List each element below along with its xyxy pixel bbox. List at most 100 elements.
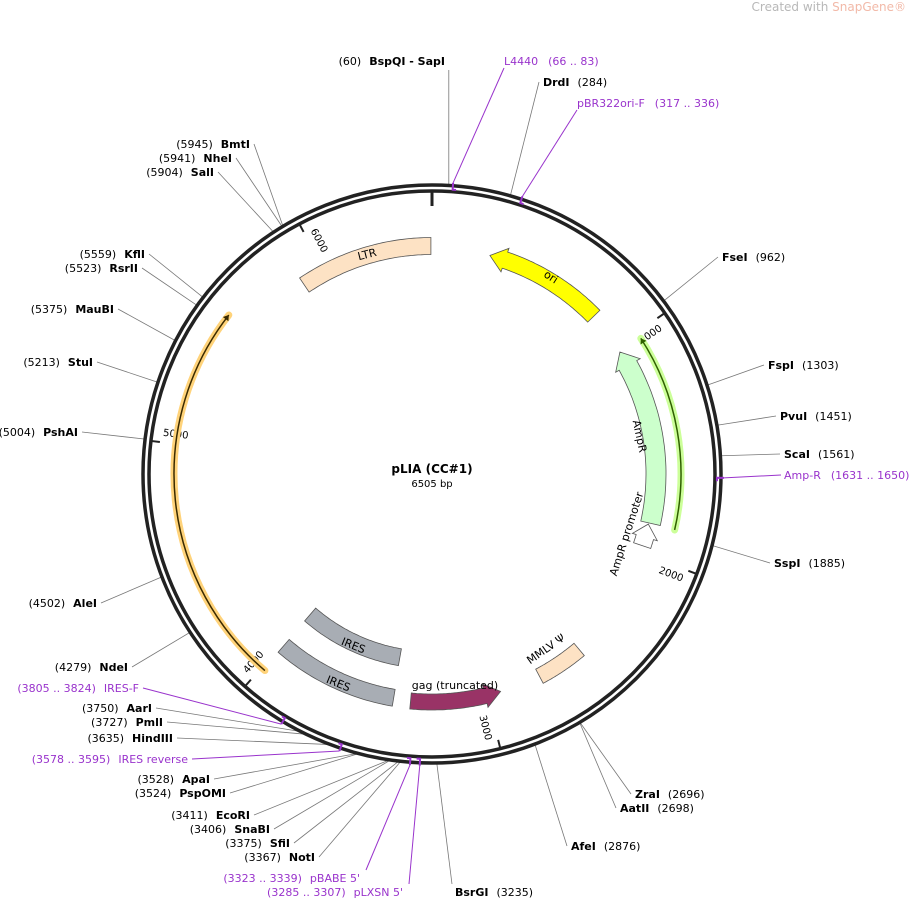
- site-name: PmlI: [136, 716, 163, 729]
- restriction-site-label[interactable]: (4502)AleI: [29, 597, 97, 610]
- site-name: SfiI: [270, 837, 290, 850]
- site-position: (3375): [225, 837, 262, 850]
- feature-gag-truncated-[interactable]: [409, 683, 502, 711]
- restriction-site-label[interactable]: PvuI(1451): [780, 410, 852, 423]
- restriction-site-label[interactable]: FspI (1303): [768, 359, 839, 372]
- feature-ltr[interactable]: [299, 237, 432, 293]
- primer-name: IRES-F: [104, 682, 139, 695]
- restriction-site-label[interactable]: (3528)ApaI: [138, 773, 210, 786]
- primer-label[interactable]: (3578 .. 3595)IRES reverse: [32, 753, 188, 766]
- watermark-brand: SnapGene®: [832, 0, 906, 14]
- site-leader-line: [664, 256, 719, 301]
- site-leader-line: [155, 707, 299, 732]
- site-position: (5904): [146, 166, 183, 179]
- site-leader-line: [235, 157, 283, 227]
- primer-label[interactable]: (3805 .. 3824)IRES-F: [17, 682, 139, 695]
- site-leader-line: [166, 721, 304, 735]
- restriction-site-label[interactable]: ZraI(2696): [635, 788, 705, 801]
- site-position: (2698): [657, 802, 694, 815]
- feature-ires[interactable]: [277, 638, 396, 707]
- restriction-site-label[interactable]: (3406)SnaBI: [190, 823, 270, 836]
- site-position: (3727): [91, 716, 128, 729]
- primer-binding-mark: [280, 715, 287, 725]
- orf-line: [173, 314, 266, 672]
- primer-leader-line: [452, 67, 505, 183]
- site-position: (962): [756, 251, 786, 264]
- site-position: (1561): [818, 448, 855, 461]
- site-name: FseI: [722, 251, 748, 264]
- restriction-site-label[interactable]: (3635)HindIII: [87, 732, 173, 745]
- restriction-site-label[interactable]: (5375)MauBI: [31, 303, 114, 316]
- restriction-site-label[interactable]: (60)BspQI - SapI: [339, 55, 445, 68]
- restriction-site-label[interactable]: BsrGI(3235): [455, 886, 533, 899]
- site-name: AarI: [127, 702, 152, 715]
- site-leader-line: [96, 361, 158, 383]
- primer-range: (66 .. 83): [548, 55, 599, 68]
- restriction-site-label[interactable]: (5004)PshAI: [0, 426, 78, 439]
- primer-range: (317 .. 336): [655, 97, 720, 110]
- plasmid-length: 6505 bp: [411, 479, 452, 490]
- snapgene-watermark: Created with SnapGene®: [752, 0, 906, 14]
- restriction-site-label[interactable]: (5523)RsrII: [65, 262, 138, 275]
- site-position: (1303): [802, 359, 839, 372]
- primer-binding-mark: [451, 182, 457, 192]
- restriction-site-label[interactable]: (3750)AarI: [82, 702, 152, 715]
- primer-label[interactable]: (3323 .. 3339)pBABE 5': [223, 872, 360, 885]
- restriction-site-label[interactable]: (4279)NdeI: [55, 661, 128, 674]
- site-leader-lines: [81, 67, 782, 885]
- tick-label: 3000: [476, 714, 493, 741]
- primer-label[interactable]: (3285 .. 3307)pLXSN 5': [267, 886, 403, 899]
- feature-ori[interactable]: [489, 247, 601, 323]
- site-name: SalI: [191, 166, 214, 179]
- restriction-site-label[interactable]: (5213)StuI: [23, 356, 93, 369]
- restriction-site-label[interactable]: (3524)PspOMI: [135, 787, 226, 800]
- site-leader-line: [318, 761, 401, 858]
- restriction-site-label[interactable]: (5904) SalI: [146, 166, 214, 179]
- primer-label[interactable]: L4440(66 .. 83): [504, 55, 599, 68]
- restriction-site-label[interactable]: (5559)KflI: [80, 248, 145, 261]
- site-position: (5213): [23, 356, 60, 369]
- site-name: NheI: [203, 152, 232, 165]
- primer-range: (3578 .. 3595): [32, 753, 111, 766]
- restriction-site-label[interactable]: ScaI (1561): [784, 448, 855, 461]
- orf-arrow-icon: [222, 315, 229, 322]
- restriction-site-label[interactable]: (5941)NheI: [159, 152, 232, 165]
- restriction-site-label[interactable]: (3727) PmlI: [91, 716, 163, 729]
- restriction-site-label[interactable]: (3375) SfiI: [225, 837, 290, 850]
- restriction-site-label[interactable]: AatII(2698): [620, 802, 694, 815]
- restriction-site-label[interactable]: (5945)BmtI: [176, 138, 250, 151]
- primer-leader-line: [142, 687, 282, 725]
- site-position: (5945): [176, 138, 213, 151]
- feature-ampr-promoter[interactable]: [631, 523, 659, 550]
- feature-mmlv-[interactable]: [535, 642, 585, 684]
- restriction-site-label[interactable]: DrdI(284): [543, 76, 607, 89]
- site-leader-line: [253, 760, 388, 816]
- site-name: AfeI: [571, 840, 596, 853]
- restriction-site-label[interactable]: FseI (962): [722, 251, 785, 264]
- site-position: (5375): [31, 303, 68, 316]
- feature-ampr[interactable]: [615, 351, 667, 526]
- restriction-site-label[interactable]: AfeI(2876): [571, 840, 640, 853]
- plasmid-name: pLIA (CC#1): [391, 462, 472, 476]
- site-leader-line: [707, 364, 765, 386]
- primer-binding-mark: [715, 476, 724, 482]
- restriction-site-label[interactable]: SspI(1885): [774, 557, 845, 570]
- primer-binding-mark: [416, 757, 422, 766]
- primer-leader-line: [522, 109, 578, 197]
- site-name: ScaI: [784, 448, 810, 461]
- site-name: RsrII: [109, 262, 138, 275]
- primer-label[interactable]: Amp-R(1631 .. 1650): [784, 469, 909, 482]
- restriction-site-label[interactable]: (3411)EcoRI: [171, 809, 250, 822]
- site-position: (5559): [80, 248, 117, 261]
- site-name: PshAI: [43, 426, 78, 439]
- primer-label[interactable]: pBR322ori-F(317 .. 336): [577, 97, 719, 110]
- feature-ires[interactable]: [304, 607, 402, 667]
- primer-range: (3285 .. 3307): [267, 886, 346, 899]
- site-position: (3235): [496, 886, 533, 899]
- site-name: FspI: [768, 359, 794, 372]
- restriction-site-label[interactable]: (3367)NotI: [244, 851, 315, 864]
- site-position: (3411): [171, 809, 208, 822]
- primer-leader-line: [723, 474, 782, 479]
